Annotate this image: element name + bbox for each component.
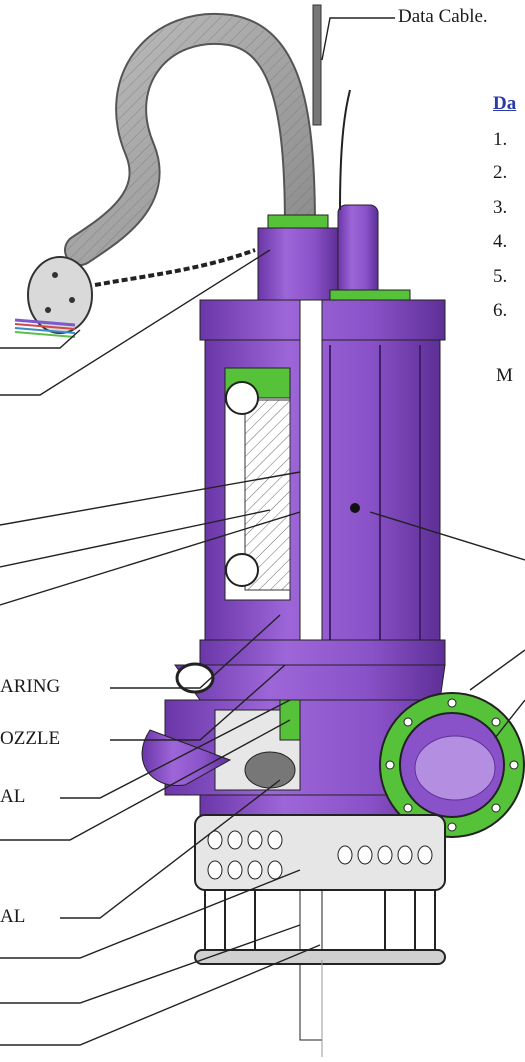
lifting-chain	[94, 248, 256, 287]
list-number-1: 1.	[493, 129, 508, 150]
leader-lines	[0, 17, 525, 1046]
list-number-3: 3.	[493, 197, 508, 218]
data-cable-rod	[312, 4, 322, 126]
motor-housing	[199, 299, 446, 1041]
seal-lower-label: AL	[0, 906, 26, 927]
list-number-2: 2.	[493, 162, 508, 183]
seal-upper-label: AL	[0, 786, 26, 807]
bearing-label: ARING	[0, 676, 61, 697]
partial-note: M	[496, 365, 513, 386]
cable-hose	[64, 12, 316, 266]
cable-clamp	[14, 256, 93, 338]
list-number-6: 6.	[493, 300, 508, 321]
data-cable-label: Data Cable.	[398, 6, 488, 27]
list-number-4: 4.	[493, 231, 508, 252]
nozzle-label: OZZLE	[0, 728, 61, 749]
strainer-base	[194, 814, 446, 965]
list-heading-partial: Da	[493, 93, 517, 114]
motor-cap	[257, 89, 411, 309]
list-number-5: 5.	[493, 266, 508, 287]
discharge-flange	[379, 692, 525, 838]
